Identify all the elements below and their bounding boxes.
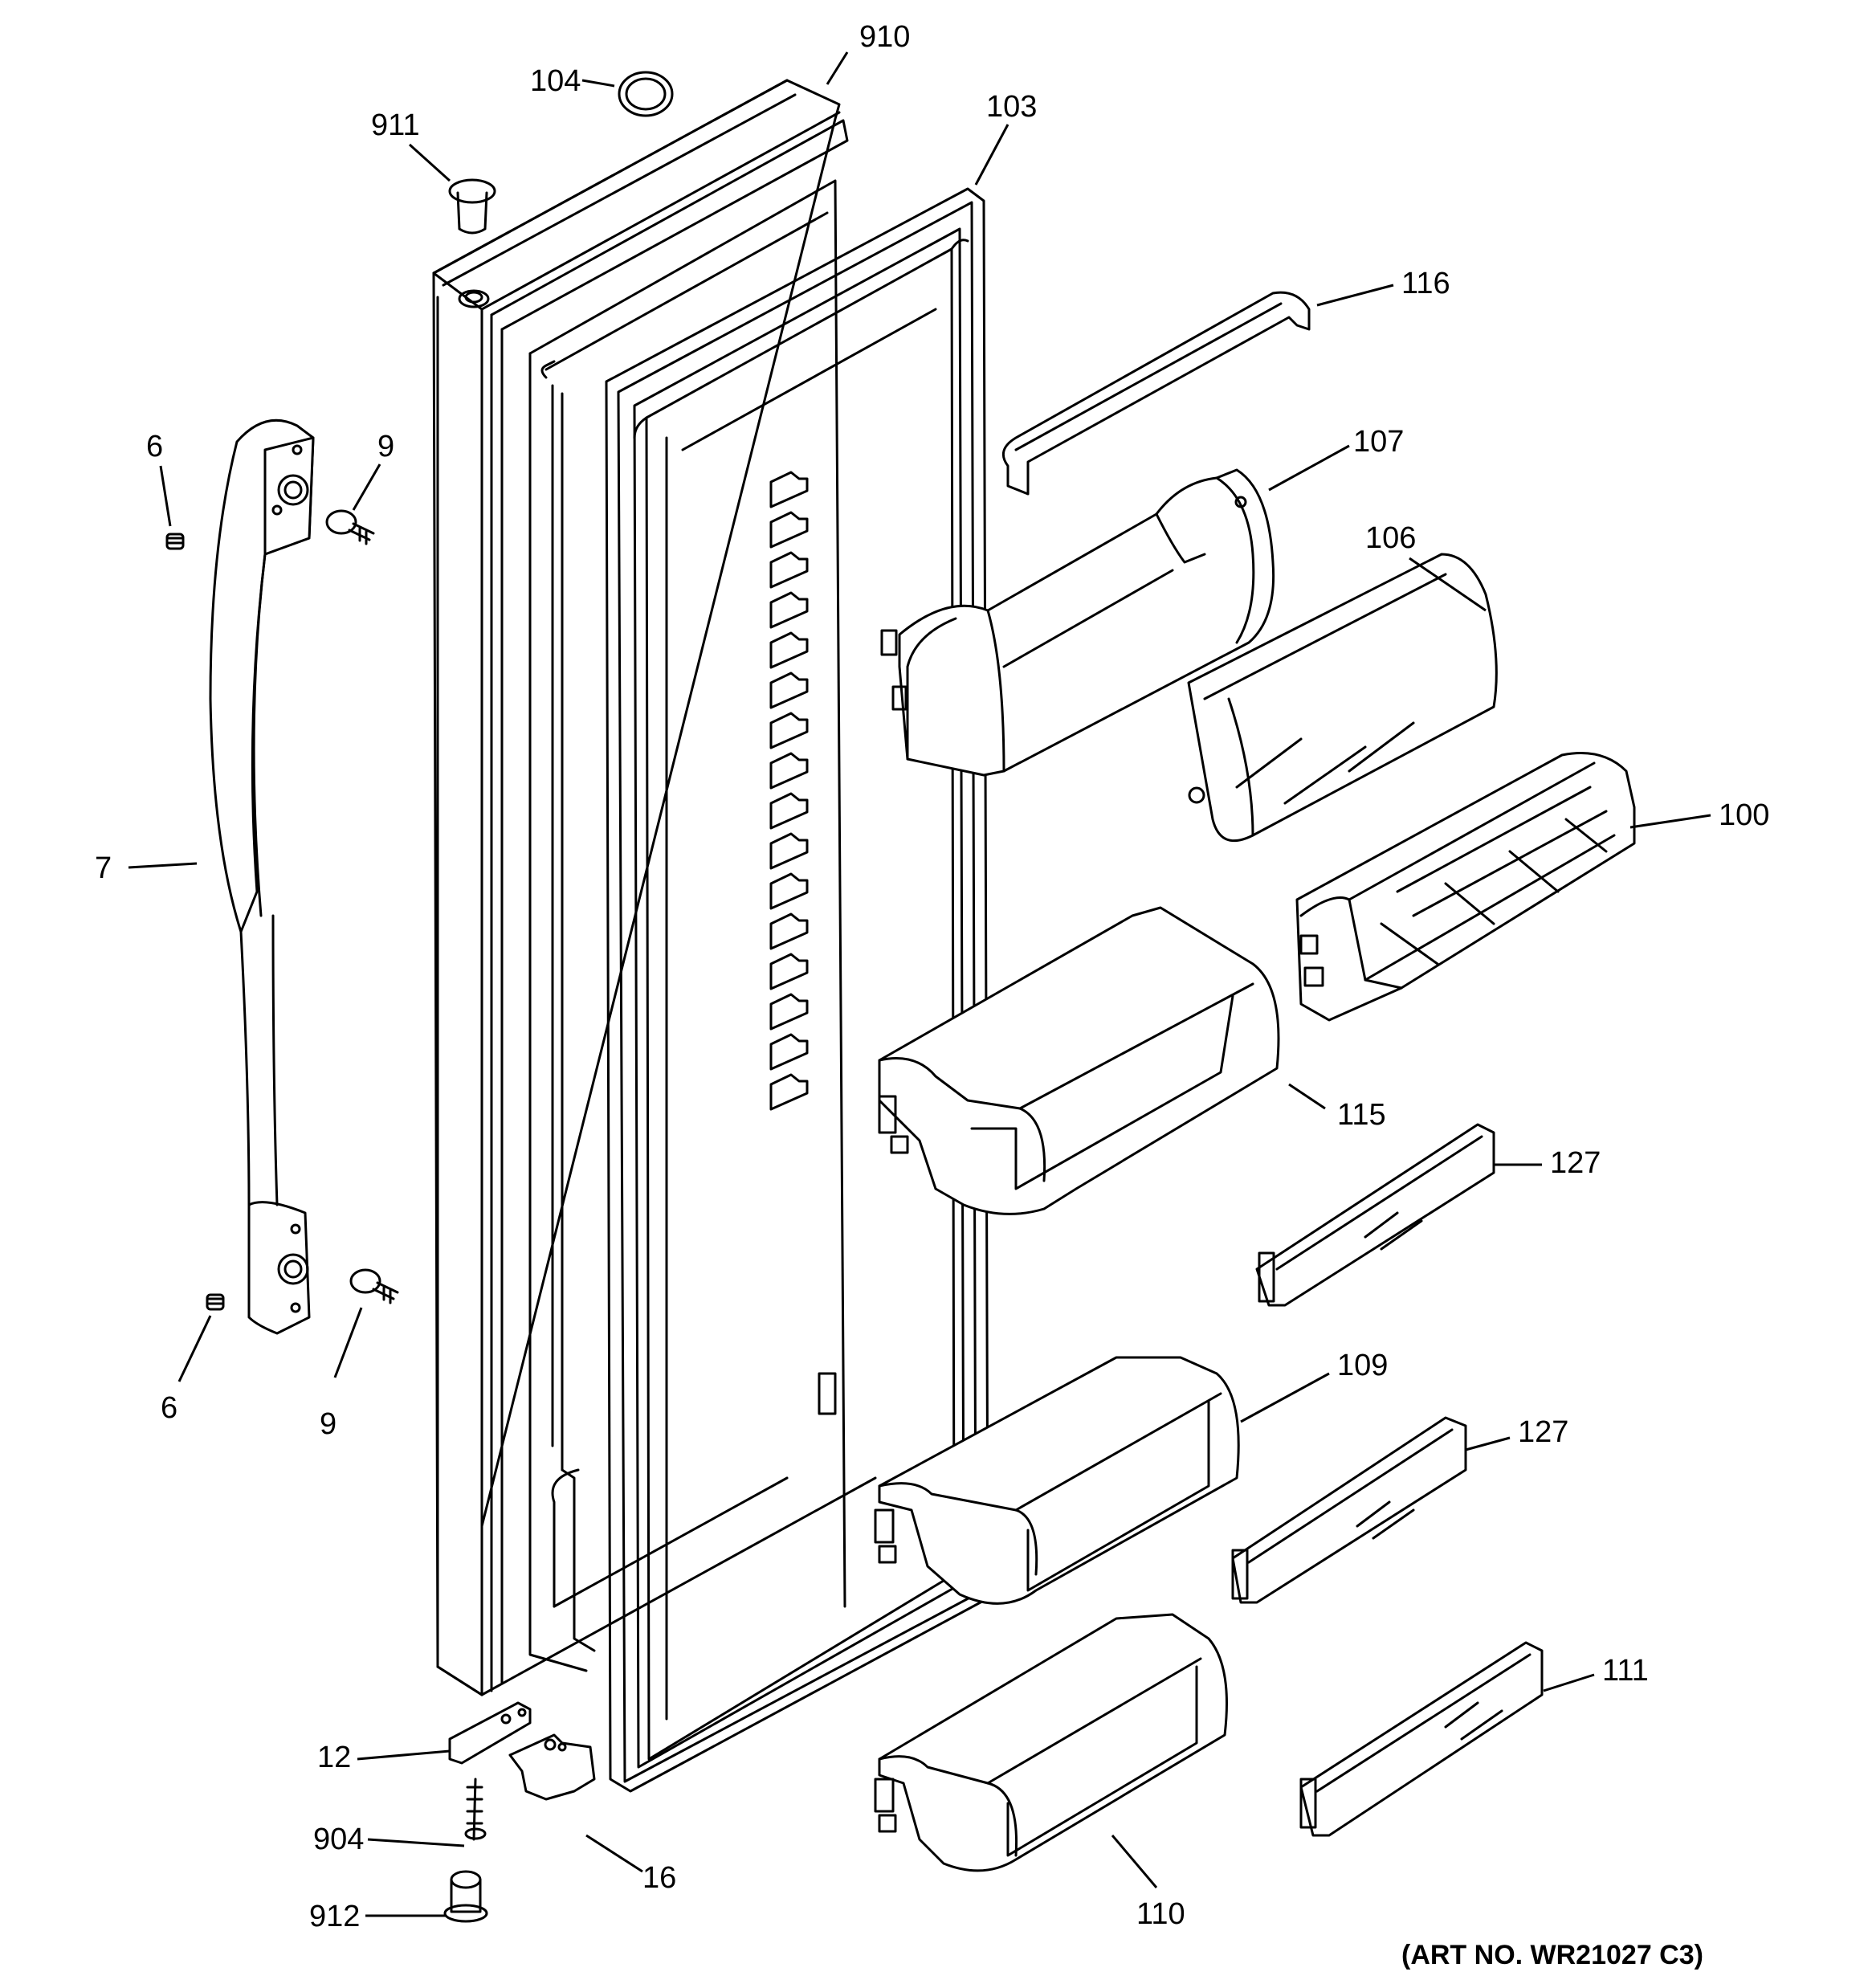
set-screw-part-lower [206,1293,225,1311]
callout-labels: 910 104 911 103 116 107 106 100 6 9 7 6 … [95,20,1769,1970]
callout-110: 110 [1136,1897,1185,1931]
callout-6-upper: 6 [146,430,163,463]
callout-904: 904 [313,1823,364,1856]
callout-6-lower: 6 [161,1391,177,1425]
callout-127-lower: 127 [1518,1415,1568,1449]
handle-stud-part-upper [325,509,375,545]
top-hinge-bushing-part [448,178,496,235]
handle-stud-part-lower [349,1268,399,1304]
door-shell-part [432,79,877,1696]
bin-front-panel-part-111 [1299,1641,1544,1837]
bin-front-panel-part-upper [1255,1123,1495,1307]
callout-111: 111 [1602,1654,1649,1688]
lower-door-bin-part-a [874,1356,1240,1605]
callout-100: 100 [1719,798,1769,832]
hinge-bracket-part [448,1701,532,1765]
egg-tray-part [1295,752,1636,1022]
bottom-hinge-part [508,1733,596,1801]
callout-115: 115 [1337,1098,1386,1132]
hinge-screw-part [464,1778,487,1841]
callout-107: 107 [1353,425,1404,459]
callout-911: 911 [371,108,420,142]
middle-door-bin-part [878,906,1280,1215]
set-screw-part-upper [165,533,185,550]
dairy-door-cover-part [1187,553,1498,843]
callout-910: 910 [859,20,910,54]
callout-12: 12 [317,1741,351,1774]
bin-front-panel-part-lower [1231,1416,1467,1604]
callout-127-upper: 127 [1550,1146,1601,1180]
bin-support-ribs [769,471,837,1415]
upper-door-bin-part [880,468,1275,777]
callout-9-upper: 9 [377,430,394,463]
trim-ring-part [618,71,674,117]
callout-106: 106 [1365,521,1416,555]
callout-103: 103 [986,90,1037,124]
callout-109: 109 [1337,1349,1388,1382]
art-number: (ART NO. WR21027 C3) [1401,1940,1703,1970]
callout-912: 912 [309,1900,360,1933]
bin-cap-trim-part [1001,291,1311,496]
callout-16: 16 [642,1861,676,1895]
callout-9-lower: 9 [320,1407,336,1441]
callout-7: 7 [95,851,112,885]
leader-lines [128,51,1711,1917]
callout-104: 104 [530,64,581,98]
lower-door-bin-part-b [874,1613,1228,1872]
bottom-hinge-bushing-part [443,1870,488,1923]
callout-116: 116 [1401,267,1450,300]
door-handle-part [209,418,315,1335]
